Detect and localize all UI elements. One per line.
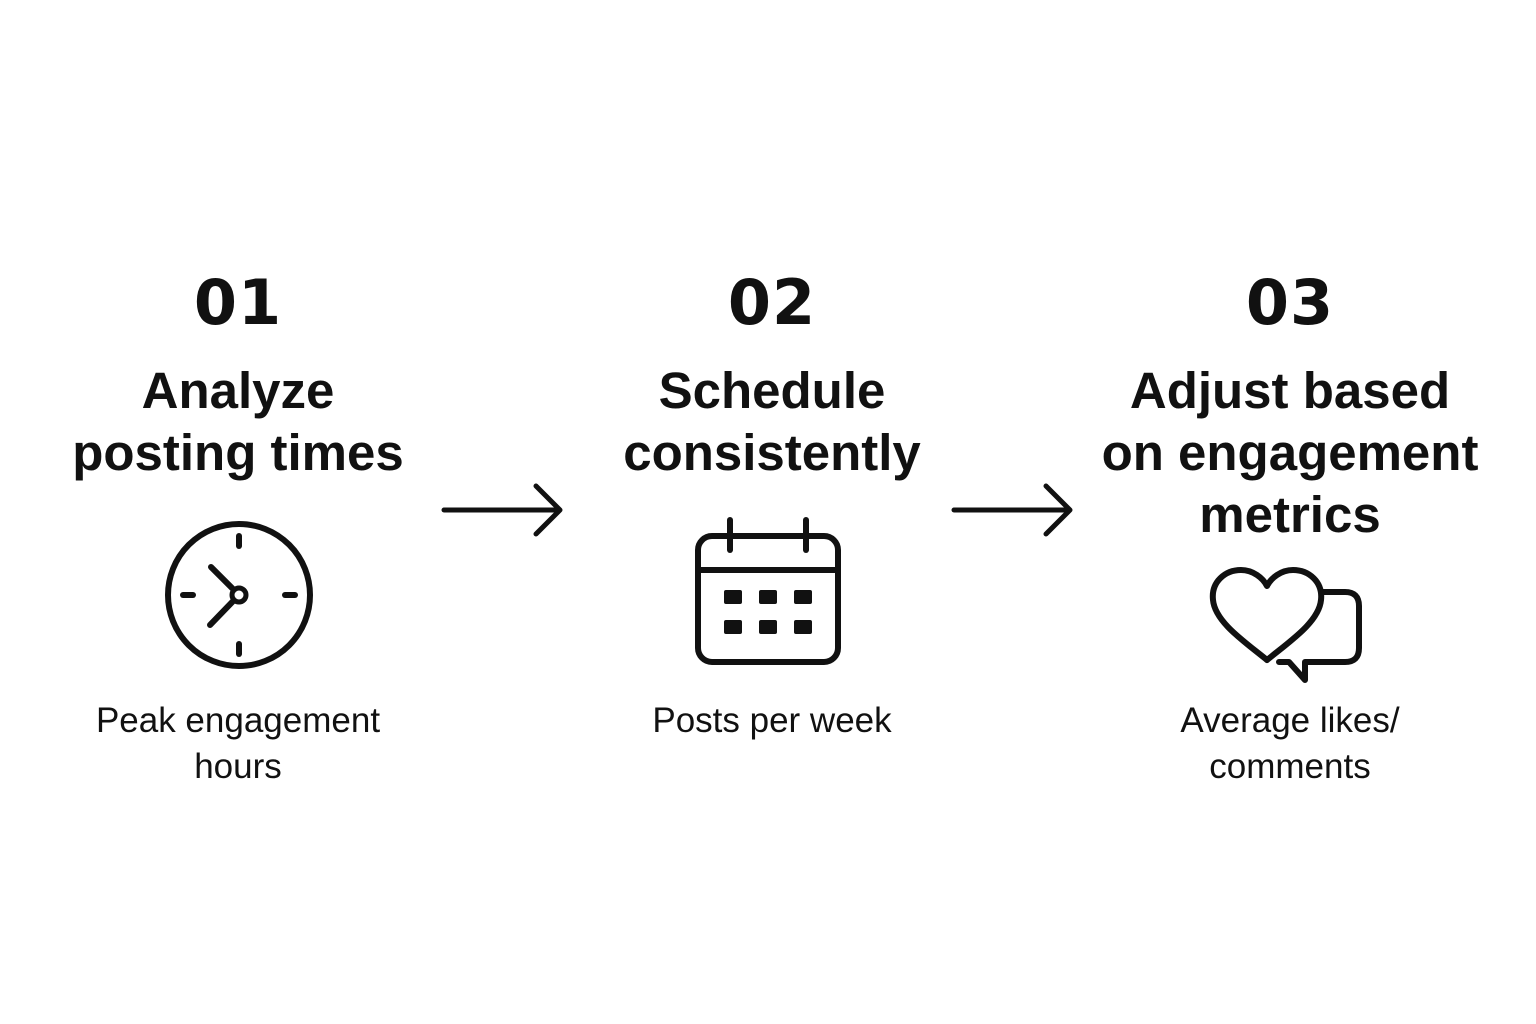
clock-icon: [165, 521, 313, 669]
heart-chat-icon: [1209, 567, 1362, 683]
calendar-icon: [695, 517, 841, 665]
step-2-title: Schedule consistently: [623, 362, 921, 481]
arrow-right-icon: [951, 483, 1073, 537]
step-1-caption: Peak engagement hours: [95, 701, 381, 786]
step-1-title: Analyze posting times: [72, 362, 404, 481]
arrow-right-icon: [441, 483, 563, 537]
step-3-title: Adjust based on engagement metrics: [1101, 362, 1479, 543]
step-3-caption: Average likes/ comments: [1180, 701, 1400, 786]
step-2-caption: Posts per week: [652, 701, 892, 740]
step-1-number: 01: [193, 266, 283, 339]
step-2-number: 02: [727, 266, 817, 339]
step-3-number: 03: [1245, 266, 1335, 339]
